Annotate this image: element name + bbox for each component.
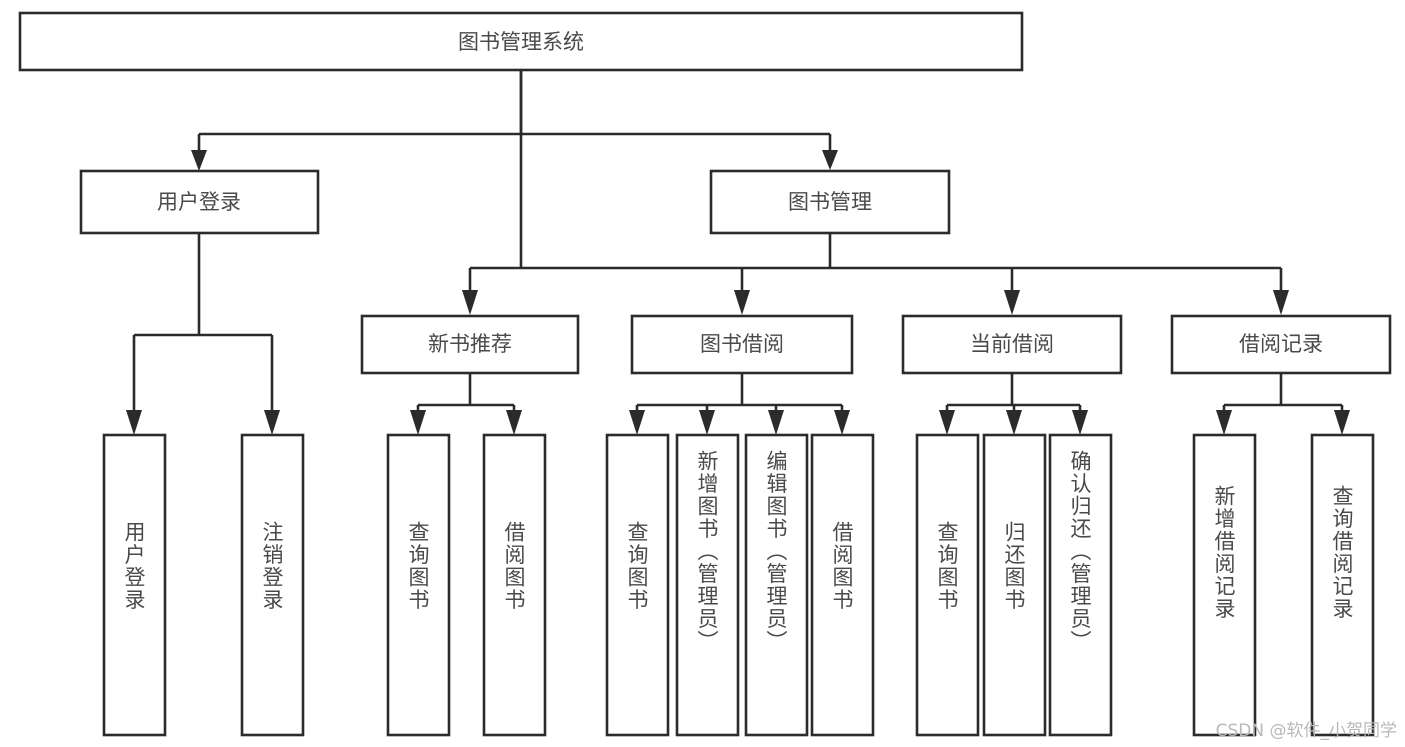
node-leaf-logout-login-box[interactable]: [240, 433, 305, 737]
node-new-book-recommend-box[interactable]: [360, 314, 580, 375]
arrow-new-book-leaf-2: [506, 410, 522, 435]
node-book-borrow-label: 图书借阅: [700, 332, 784, 356]
node-root[interactable]: 图书管理系统: [18, 11, 1024, 72]
node-leaf-return-book[interactable]: 归还图书: [982, 433, 1047, 737]
arrow-to-current-borrow: [1004, 290, 1020, 315]
node-current-borrow-box[interactable]: [901, 314, 1123, 375]
node-leaf-borrow-book-2-label: 借阅图书: [830, 521, 854, 611]
node-leaf-query-record-label: 查询借阅记录: [1330, 485, 1354, 620]
node-leaf-confirm-return[interactable]: 确认归还（管理员）: [1048, 433, 1113, 737]
node-leaf-confirm-return-box[interactable]: [1048, 433, 1113, 737]
node-borrow-record-label: 借阅记录: [1239, 332, 1323, 356]
node-leaf-user-login-box[interactable]: [102, 433, 167, 737]
node-leaf-query-book-3-label: 查询图书: [935, 521, 959, 611]
node-leaf-query-book-1-label: 查询图书: [406, 521, 430, 611]
node-leaf-query-record-box[interactable]: [1310, 433, 1375, 737]
node-leaf-add-book-label: 新增图书（管理员）: [695, 450, 719, 653]
node-leaf-confirm-return-label: 确认归还（管理员）: [1068, 450, 1092, 653]
node-user-login-label: 用户登录: [157, 190, 241, 214]
node-leaf-edit-book[interactable]: 编辑图书（管理员）: [744, 433, 809, 737]
arrow-book-borrow-leaf-3: [768, 410, 784, 435]
node-leaf-logout-login-label: 注销登录: [260, 521, 284, 611]
node-leaf-user-login[interactable]: 用户登录: [102, 433, 167, 737]
arrow-to-new-book: [462, 290, 478, 315]
node-leaf-query-book-3-box[interactable]: [915, 433, 980, 737]
node-book-management[interactable]: 图书管理: [709, 169, 951, 235]
node-leaf-add-record-label: 新增借阅记录: [1212, 485, 1236, 620]
node-leaf-add-book[interactable]: 新增图书（管理员）: [675, 433, 740, 737]
node-leaf-query-book-1-box[interactable]: [386, 433, 451, 737]
arrow-book-borrow-leaf-2: [699, 410, 715, 435]
node-leaf-add-record-box[interactable]: [1192, 433, 1257, 737]
node-book-borrow-box[interactable]: [630, 314, 854, 375]
node-book-management-label: 图书管理: [788, 190, 872, 214]
node-leaf-borrow-book-1-box[interactable]: [482, 433, 547, 737]
node-leaf-edit-book-box[interactable]: [744, 433, 809, 737]
arrow-user-leaf-1: [126, 410, 142, 435]
node-root-label: 图书管理系统: [458, 30, 584, 54]
node-book-management-box[interactable]: [709, 169, 951, 235]
node-leaf-borrow-book-2-box[interactable]: [810, 433, 875, 737]
node-leaf-query-book-3[interactable]: 查询图书: [915, 433, 980, 737]
node-leaf-query-book-2[interactable]: 查询图书: [605, 433, 670, 737]
edges-layer: [126, 70, 1350, 435]
node-leaf-return-book-box[interactable]: [982, 433, 1047, 737]
node-leaf-borrow-book-1[interactable]: 借阅图书: [482, 433, 547, 737]
arrow-current-borrow-leaf-2: [1006, 410, 1022, 435]
node-new-book-recommend[interactable]: 新书推荐: [360, 314, 580, 375]
node-new-book-recommend-label: 新书推荐: [428, 332, 512, 356]
node-current-borrow-label: 当前借阅: [970, 332, 1054, 356]
node-user-login-box[interactable]: [79, 169, 320, 235]
arrow-borrow-record-leaf-2: [1334, 410, 1350, 435]
node-leaf-logout-login[interactable]: 注销登录: [240, 433, 305, 737]
nodes-layer: 图书管理系统 用户登录 图书管理 新书推荐 图书借阅 当前: [18, 11, 1392, 737]
arrow-book-borrow-leaf-1: [629, 410, 645, 435]
node-book-borrow[interactable]: 图书借阅: [630, 314, 854, 375]
arrow-to-borrow-record: [1273, 290, 1289, 315]
node-leaf-borrow-book-1-label: 借阅图书: [502, 521, 526, 611]
node-leaf-add-record[interactable]: 新增借阅记录: [1192, 433, 1257, 737]
arrow-to-book-borrow: [734, 290, 750, 315]
arrow-to-user-login: [191, 150, 207, 171]
node-borrow-record[interactable]: 借阅记录: [1170, 314, 1392, 375]
node-borrow-record-box[interactable]: [1170, 314, 1392, 375]
node-root-box[interactable]: [18, 11, 1024, 72]
arrow-current-borrow-leaf-3: [1072, 410, 1088, 435]
arrow-user-leaf-2: [264, 410, 280, 435]
node-leaf-edit-book-label: 编辑图书（管理员）: [764, 450, 788, 653]
node-leaf-query-book-2-box[interactable]: [605, 433, 670, 737]
node-leaf-query-record[interactable]: 查询借阅记录: [1310, 433, 1375, 737]
node-leaf-add-book-box[interactable]: [675, 433, 740, 737]
node-leaf-query-book-1[interactable]: 查询图书: [386, 433, 451, 737]
node-leaf-query-book-2-label: 查询图书: [625, 521, 649, 611]
node-leaf-user-login-label: 用户登录: [122, 521, 146, 611]
node-leaf-borrow-book-2[interactable]: 借阅图书: [810, 433, 875, 737]
arrow-new-book-leaf-1: [410, 410, 426, 435]
node-current-borrow[interactable]: 当前借阅: [901, 314, 1123, 375]
node-user-login[interactable]: 用户登录: [79, 169, 320, 235]
node-leaf-return-book-label: 归还图书: [1002, 521, 1026, 611]
arrow-to-book-management: [822, 150, 838, 170]
arrow-current-borrow-leaf-1: [939, 410, 955, 435]
arrow-book-borrow-leaf-4: [834, 410, 850, 435]
arrow-borrow-record-leaf-1: [1216, 410, 1232, 435]
